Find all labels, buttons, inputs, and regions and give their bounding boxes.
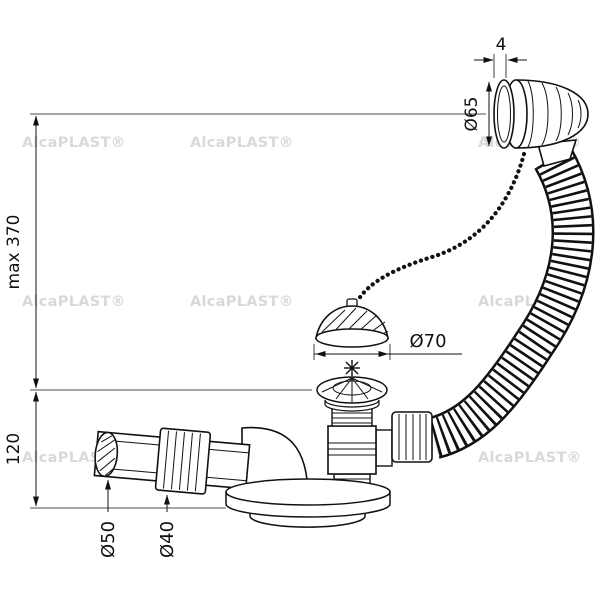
pipe-inner-diameter-label: Ø40 bbox=[157, 521, 178, 558]
watermark-text: AlcaPLAST® bbox=[190, 135, 294, 151]
plug-chain bbox=[354, 151, 527, 305]
outlet-pipe bbox=[93, 427, 251, 495]
plug-base bbox=[315, 328, 389, 348]
pipe-nut-hatching bbox=[162, 430, 201, 492]
siphon-bottom-flange bbox=[225, 478, 391, 528]
dimension-outlet-height: 120 bbox=[4, 391, 226, 509]
overflow-cap bbox=[493, 79, 589, 167]
max-height-label: max 370 bbox=[4, 215, 24, 290]
strainer-spokes bbox=[321, 377, 383, 402]
flexible-corrugated-hose bbox=[427, 147, 595, 459]
flange-top-plate bbox=[225, 478, 391, 506]
pipe-outer-diameter-label: Ø50 bbox=[98, 521, 119, 558]
dimension-cap-diameter: Ø65 bbox=[462, 81, 492, 147]
watermark-text: AlcaPLAST® bbox=[22, 135, 126, 151]
cap-diameter-label: Ø65 bbox=[462, 96, 482, 131]
watermark-text: AlcaPLAST® bbox=[478, 450, 582, 466]
outlet-height-label: 120 bbox=[4, 433, 24, 465]
drain-strainer bbox=[316, 360, 388, 427]
cap-dome-hatching bbox=[527, 80, 582, 148]
dimension-max-height: max 370 bbox=[4, 113, 486, 391]
hose-nut-hatching bbox=[398, 414, 427, 460]
dimension-pipe-inner: Ø40 bbox=[157, 494, 178, 558]
flange-thickness-label: 4 bbox=[496, 35, 507, 55]
pipe-end-hatching bbox=[97, 435, 116, 476]
plug-diameter-label: Ø70 bbox=[409, 331, 446, 352]
hose-connection-nut bbox=[391, 411, 433, 463]
strainer-rim bbox=[324, 399, 380, 412]
drain-plug bbox=[315, 298, 389, 348]
cap-flange-inner bbox=[497, 85, 511, 143]
tee-right-collar bbox=[375, 429, 393, 467]
tee-body bbox=[327, 425, 377, 475]
strainer-cross-knob bbox=[344, 360, 360, 376]
watermark-text: AlcaPLAST® bbox=[190, 294, 294, 310]
watermark-text: AlcaPLAST® bbox=[22, 294, 126, 310]
dimension-flange-thickness: 4 bbox=[474, 35, 527, 78]
dimension-pipe-outer: Ø50 bbox=[98, 479, 119, 558]
dimension-plug-diameter: Ø70 bbox=[313, 331, 462, 360]
